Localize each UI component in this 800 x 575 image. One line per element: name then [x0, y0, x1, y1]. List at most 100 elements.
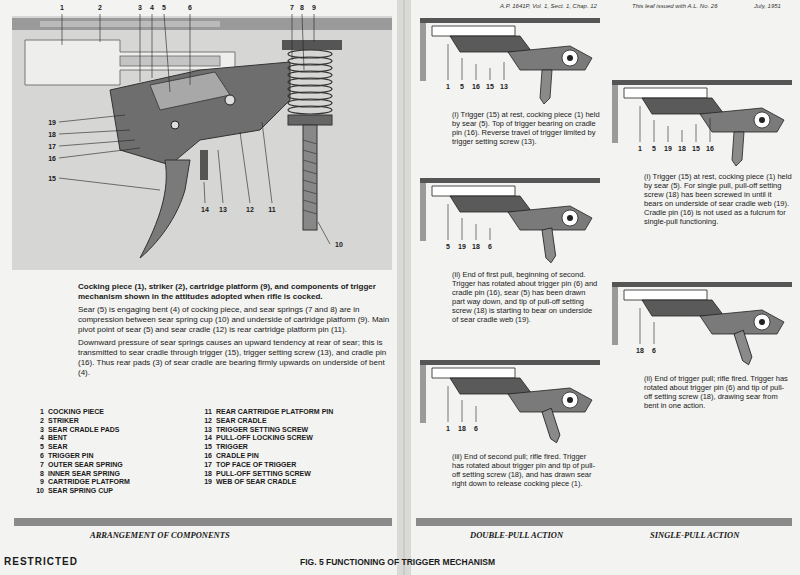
- header-note: This leaf issued with A.L. No. 26: [632, 3, 718, 10]
- double-pull-i: [420, 18, 600, 81]
- single-pull-i: [612, 80, 792, 143]
- callout-number: 5: [455, 82, 469, 91]
- leader-line: [476, 406, 477, 422]
- key-number: 10: [28, 487, 44, 496]
- callout-number: 18: [455, 424, 469, 433]
- key-number: 1: [28, 408, 44, 417]
- screw-thread: [303, 140, 317, 214]
- trigger: [732, 132, 744, 166]
- spine: [397, 0, 411, 575]
- leader-line: [476, 224, 477, 240]
- key-number: 16: [196, 452, 212, 461]
- callout-number: 1: [441, 82, 455, 91]
- double-pull-ii: [420, 178, 600, 241]
- callout-number: 14: [198, 205, 212, 214]
- key-number: 5: [28, 443, 44, 452]
- key-name: SEAR SPRING CUP: [48, 487, 223, 496]
- key-number: 4: [28, 434, 44, 443]
- callout-number: 6: [483, 242, 497, 251]
- sear-spring-cup: [288, 115, 332, 125]
- step-caption: (ii) End of first pull, beginning of sec…: [452, 270, 600, 324]
- single-pull-ii: [612, 282, 792, 345]
- callout-number: 12: [243, 205, 257, 214]
- trigger-pin: [171, 121, 179, 129]
- key-number: 11: [196, 408, 212, 417]
- cartridge-platform: [282, 40, 342, 50]
- callout-number: 5: [158, 3, 170, 12]
- key-number: 15: [196, 443, 212, 452]
- callout-number: 1: [633, 144, 647, 153]
- callout-number: 18: [40, 130, 56, 139]
- key-name: WEB OF SEAR CRADLE: [216, 478, 391, 487]
- callout-number: 19: [661, 144, 675, 153]
- leader-line: [640, 308, 641, 344]
- footer-band: [416, 518, 792, 526]
- step-caption: (iii) End of second pull; rifle fired. T…: [452, 452, 600, 488]
- trigger: [140, 160, 190, 258]
- callout-number: 1: [56, 3, 68, 12]
- key-number: 14: [196, 434, 212, 443]
- key-number: 9: [28, 478, 44, 487]
- section-title: SINGLE-PULL ACTION: [650, 530, 739, 540]
- trigger: [540, 70, 552, 104]
- callout-number: 18: [469, 242, 483, 251]
- key-name: REAR CARTRIDGE PLATFORM PIN: [216, 408, 391, 417]
- leader-line: [448, 204, 449, 240]
- leader-line: [490, 68, 491, 80]
- callout-number: 15: [483, 82, 497, 91]
- leader-line: [504, 62, 505, 80]
- trigger: [540, 408, 564, 444]
- key-number: 3: [28, 426, 44, 435]
- leader-line: [448, 44, 449, 80]
- leader-line: [462, 218, 463, 240]
- leader-line: [462, 58, 463, 80]
- striker: [120, 56, 220, 66]
- callout-number: 19: [40, 118, 56, 127]
- key-number: 6: [28, 452, 44, 461]
- header-note: July, 1951: [754, 3, 781, 10]
- locking-screw: [200, 150, 208, 180]
- callout-number: 16: [40, 154, 56, 163]
- callout-number: 10: [332, 240, 346, 249]
- key-name: PULL-OFF SETTING SCREW: [216, 470, 391, 479]
- section-title: DOUBLE-PULL ACTION: [470, 530, 563, 540]
- key-name: PULL-OFF LOCKING SCREW: [216, 434, 391, 443]
- key-name: TRIGGER: [216, 443, 391, 452]
- key-number: 8: [28, 470, 44, 479]
- footer-band: [14, 518, 392, 526]
- callout-number: 9: [308, 3, 320, 12]
- key-number: 12: [196, 417, 212, 426]
- platform-pin: [225, 95, 235, 105]
- callout-number: 18: [633, 346, 647, 355]
- key-name: SEAR CRADLE PADS: [48, 426, 223, 435]
- leader-line: [490, 228, 491, 240]
- sear-springs: [288, 50, 332, 114]
- leader-line: [448, 386, 449, 422]
- leader-line: [710, 118, 711, 142]
- leader-line: [668, 126, 669, 142]
- key-name: BENT: [48, 434, 223, 443]
- leader-line: [640, 106, 641, 142]
- callout-number: 8: [296, 3, 308, 12]
- callout-number: 19: [455, 242, 469, 251]
- key-name: SEAR: [48, 443, 223, 452]
- key-name: STRIKER: [48, 417, 223, 426]
- callout-number: 3: [134, 3, 146, 12]
- callout-number: 2: [94, 3, 106, 12]
- fold: [404, 0, 405, 575]
- callout-number: 5: [441, 242, 455, 251]
- key-name: INNER SEAR SPRING: [48, 470, 223, 479]
- callout-number: 4: [146, 3, 158, 12]
- callout-number: 16: [703, 144, 717, 153]
- leader-line: [654, 120, 655, 142]
- key-name: COCKING PIECE: [48, 408, 223, 417]
- callout-number: 1: [441, 424, 455, 433]
- receiver-slot: [40, 21, 220, 27]
- double-pull-iii: [420, 360, 600, 423]
- step-caption: (i) Trigger (15) at rest, cocking piece …: [452, 110, 600, 146]
- callout-number: 13: [216, 205, 230, 214]
- key-name: TRIGGER SETTING SCREW: [216, 426, 391, 435]
- callout-number: 7: [286, 3, 298, 12]
- security-marking: RESTRICTED: [4, 556, 78, 568]
